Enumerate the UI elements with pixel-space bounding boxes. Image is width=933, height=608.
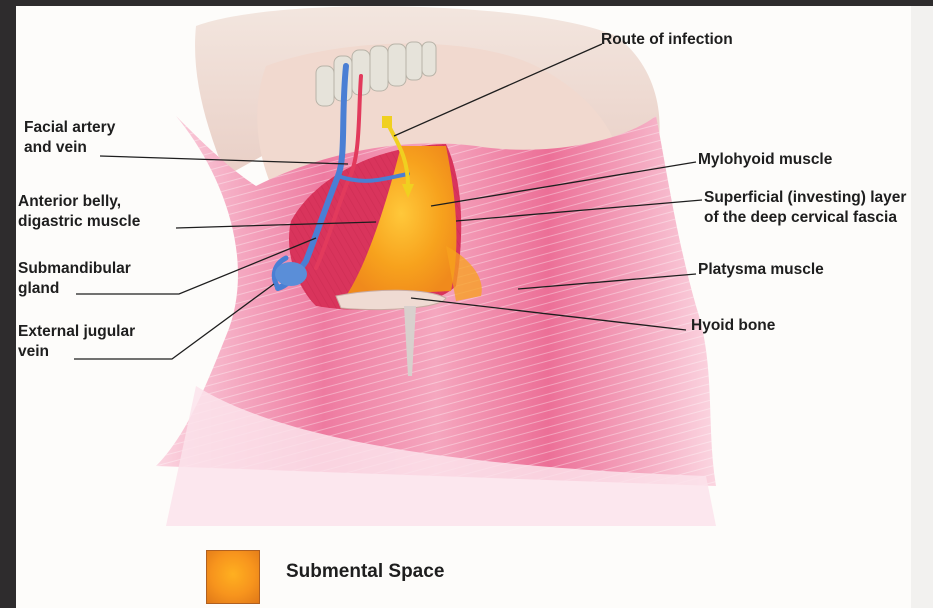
label-line: vein	[18, 342, 135, 362]
anatomy-illustration	[16, 6, 933, 608]
submandibular-gland-shape	[275, 262, 307, 286]
label-line: gland	[18, 279, 131, 299]
slide: Route of infection Facial artery and vei…	[16, 6, 933, 608]
label-line: Facial artery	[24, 118, 115, 138]
label-line: Hyoid bone	[691, 316, 775, 336]
label-line: External jugular	[18, 322, 135, 342]
label-line: digastric muscle	[18, 212, 140, 232]
label-line: Mylohyoid muscle	[698, 150, 832, 170]
legend-label: Submental Space	[286, 561, 444, 583]
label-anterior-belly-digastric: Anterior belly, digastric muscle	[18, 192, 140, 232]
label-external-jugular-vein: External jugular vein	[18, 322, 135, 362]
label-line: of the deep cervical fascia	[704, 208, 906, 228]
label-route-of-infection: Route of infection	[601, 30, 733, 50]
label-line: Anterior belly,	[18, 192, 140, 212]
label-facial-artery-vein: Facial artery and vein	[24, 118, 115, 158]
label-platysma-muscle: Platysma muscle	[698, 260, 824, 280]
label-submandibular-gland: Submandibular gland	[18, 259, 131, 299]
label-mylohyoid-muscle: Mylohyoid muscle	[698, 150, 832, 170]
legend-swatch	[206, 550, 260, 604]
label-line: and vein	[24, 138, 115, 158]
label-hyoid-bone: Hyoid bone	[691, 316, 775, 336]
label-line: Submandibular	[18, 259, 131, 279]
label-line: Route of infection	[601, 30, 733, 50]
label-superficial-layer-fascia: Superficial (investing) layer of the dee…	[704, 188, 906, 228]
label-line: Platysma muscle	[698, 260, 824, 280]
label-line: Superficial (investing) layer	[704, 188, 906, 208]
right-margin-strip	[911, 6, 933, 608]
